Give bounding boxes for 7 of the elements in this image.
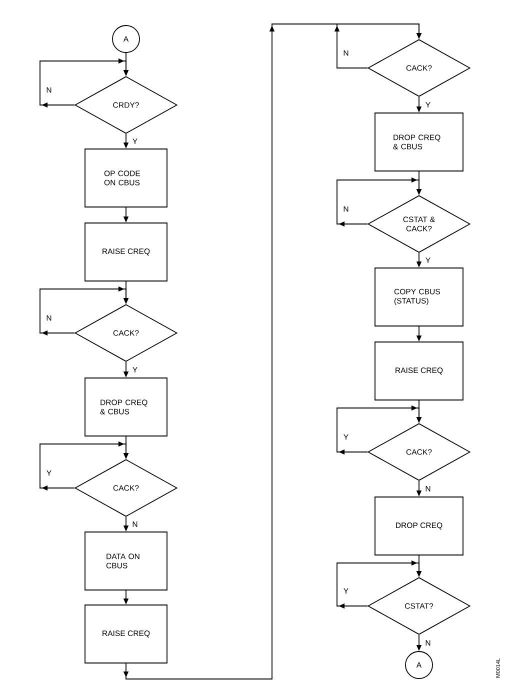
loop-arrow (334, 24, 422, 68)
loop-arrow (40, 58, 129, 108)
loop-arrow (336, 405, 422, 455)
loop-arrow (336, 560, 422, 609)
loop-arrow (40, 286, 129, 336)
loop-arrow (336, 177, 422, 227)
loop-arrow (40, 441, 129, 491)
